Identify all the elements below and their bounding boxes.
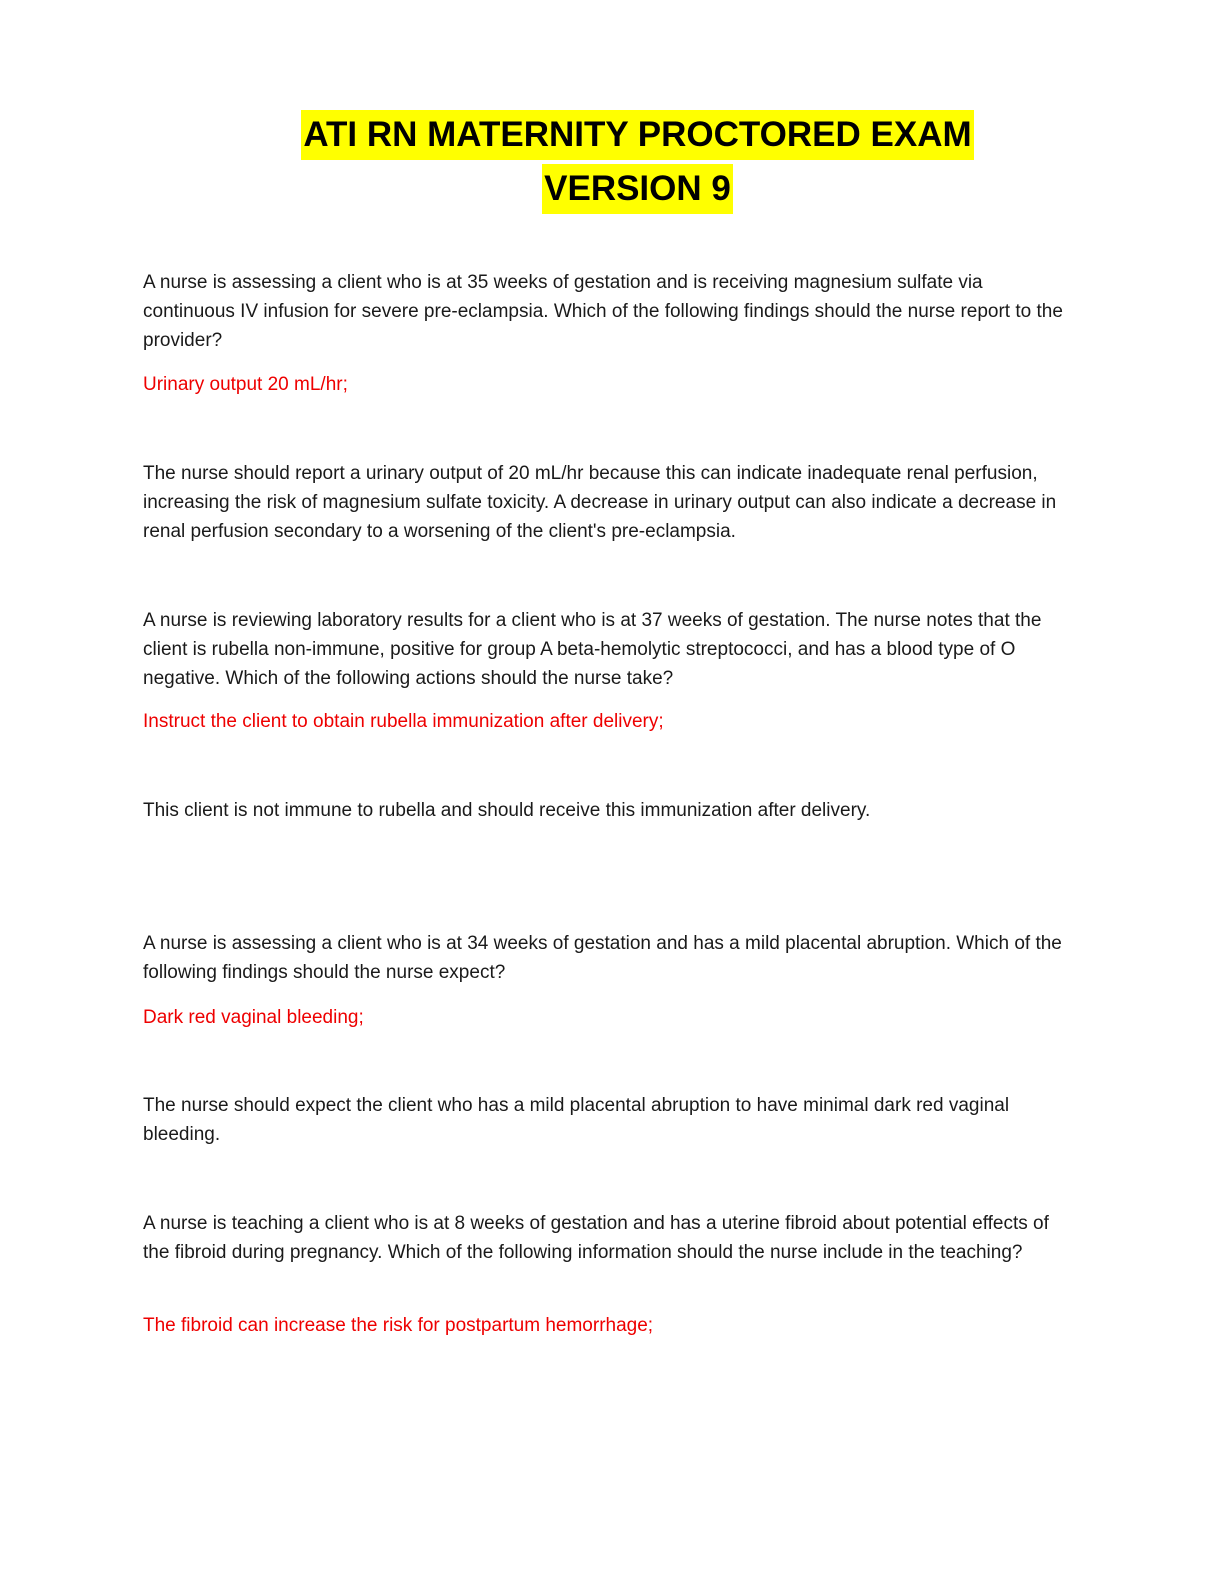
explanation-3: The nurse should expect the client who h…: [143, 1095, 1010, 1145]
question-1: A nurse is assessing a client who is at …: [143, 272, 1063, 351]
question-2: A nurse is reviewing laboratory results …: [143, 610, 1042, 689]
answer-1: Urinary output 20 mL/hr;: [143, 374, 348, 395]
answer-3: Dark red vaginal bleeding;: [143, 1007, 364, 1028]
explanation-2: This client is not immune to rubella and…: [143, 800, 871, 821]
question-4: A nurse is teaching a client who is at 8…: [143, 1213, 1049, 1263]
answer-4: The fibroid can increase the risk for po…: [143, 1315, 654, 1336]
explanation-1: The nurse should report a urinary output…: [143, 463, 1057, 542]
question-3: A nurse is assessing a client who is at …: [143, 933, 1062, 983]
title-line-2: VERSION 9: [542, 164, 733, 214]
title-line-1: ATI RN MATERNITY PROCTORED EXAM: [301, 110, 974, 160]
answer-2: Instruct the client to obtain rubella im…: [143, 711, 664, 732]
document-title: ATI RN MATERNITY PROCTORED EXAM VERSION …: [0, 110, 1224, 218]
